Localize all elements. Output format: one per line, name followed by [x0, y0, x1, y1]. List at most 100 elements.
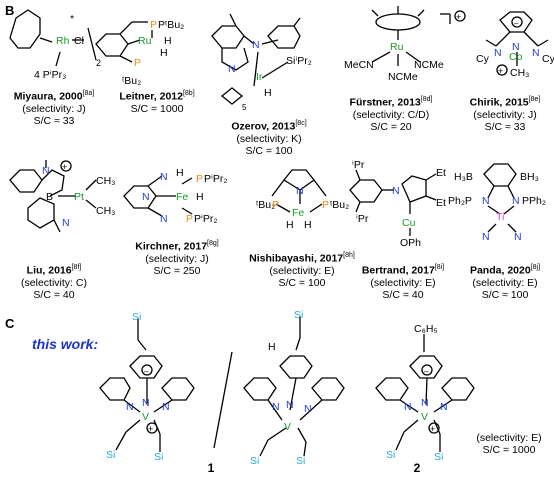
panda-h3b: H₃B	[454, 171, 473, 183]
sc-panda: S/C ≈ 100	[481, 288, 529, 301]
selectivity-chirik: (selectivity: J)	[473, 108, 537, 121]
bertrand-ipr-top: ⁱPr	[352, 159, 365, 171]
sc-leitner: S/C = 1000	[130, 102, 184, 115]
compound-label-1: 1	[207, 461, 215, 475]
panda-bh3: BH₃	[520, 171, 539, 183]
kirchner-pipr2-bottom: PⁱPr₂	[194, 213, 217, 225]
svg-text:N: N	[392, 185, 400, 197]
cod-ring	[9, 9, 41, 49]
name-panda: Panda, 2020	[469, 264, 531, 277]
furstner-mecn: MeCN	[344, 59, 374, 71]
si-left-1a: Si	[106, 449, 115, 461]
svg-text:N: N	[160, 213, 168, 225]
svg-text:N: N	[482, 195, 490, 207]
si-left-1b: Si	[250, 455, 259, 467]
furstner-structure: + Ru MeCN NCMe NCMe	[344, 6, 466, 83]
panda-structure: N N Ti H₃B BH₃ Ph₂P PPh₂ N N	[448, 163, 546, 243]
divider-slash	[213, 351, 233, 449]
selectivity-furstner: (selectivity: C/D)	[352, 108, 430, 121]
panda-ph2p: Ph₂P	[448, 195, 472, 207]
caption-miyaura: Miyaura, 2000[8a] (selectivity: J) S/C ≈…	[2, 88, 106, 127]
this-work-structure-2: C₆H₅ – N N N V + Si Si	[375, 323, 475, 463]
selectivity-nishibayashi: (selectivity: E)	[269, 264, 335, 277]
nishibayashi-structure: N Fe ᵗBu₂ P P ᵗBu₂ H H	[256, 169, 349, 231]
caption-leitner: Leitner, 2012[8b] S/C = 1000	[104, 88, 210, 115]
name-liu: Liu, 2016	[26, 264, 72, 277]
svg-text:N: N	[532, 47, 540, 59]
caption-liu: Liu, 2016[8f] (selectivity: C) S/C = 40	[2, 262, 106, 301]
section-c-label: C	[5, 316, 15, 331]
nishibayashi-fe: Fe	[292, 207, 304, 219]
ozerov-n5: 5	[242, 103, 247, 112]
v-2: V	[421, 411, 428, 423]
svg-text:N: N	[512, 195, 520, 207]
svg-text:+: +	[148, 424, 153, 434]
si-top-1a: Si	[132, 311, 141, 323]
svg-text:N: N	[62, 217, 70, 229]
svg-text:N: N	[421, 397, 429, 409]
this-work-structure-1a: Si – N N N V + Si Si	[99, 311, 195, 463]
svg-text:N: N	[126, 401, 134, 413]
sc-chirik: S/C ≈ 33	[484, 120, 526, 133]
svg-text:–: –	[514, 19, 519, 28]
svg-text:P: P	[272, 199, 279, 211]
caption-chirik: Chirik, 2015[8e] (selectivity: J) S/C ≈ …	[458, 94, 552, 133]
leitner-h2: H	[160, 47, 168, 59]
panda-ti: Ti	[496, 211, 504, 223]
si-right-2: Si	[434, 451, 443, 463]
svg-text:N: N	[142, 191, 150, 203]
svg-text:P: P	[186, 213, 193, 225]
name-chirik: Chirik, 2015	[469, 96, 529, 109]
ozerov-structure: N N Ir SiⁱPr₂ H 5	[211, 13, 312, 112]
svg-text:–: –	[144, 367, 149, 376]
bertrand-ipr-bottom: ⁱPr	[356, 213, 369, 225]
sc-kirchner: S/C = 250	[153, 264, 201, 277]
leitner-ru: Ru	[138, 35, 152, 47]
leitner-h1: H	[164, 35, 172, 47]
svg-text:ᵗBu₂: ᵗBu₂	[330, 199, 349, 211]
svg-text:N: N	[162, 401, 170, 413]
si-top-1b: Si	[294, 309, 303, 321]
kirchner-h-top: H	[176, 167, 184, 179]
furstner-ru: Ru	[390, 41, 404, 53]
name-nishibayashi: Nishibayashi, 2017	[249, 252, 344, 265]
ozerov-si: SiⁱPr₂	[286, 55, 312, 67]
miyaura-cl: Cl	[74, 35, 84, 47]
svg-text:ᵗBu₂: ᵗBu₂	[256, 199, 275, 211]
sc-bertrand: S/C = 40	[382, 288, 424, 301]
liu-ch3-1: CH₃	[96, 175, 115, 187]
si-right-1b: Si	[296, 455, 305, 467]
selectivity-miyaura: (selectivity: J)	[22, 102, 86, 115]
kirchner-structure: N N N Fe H P PⁱPr₂ H P PⁱPr₂	[123, 167, 227, 225]
svg-text:N: N	[404, 401, 412, 413]
svg-text:P: P	[196, 173, 203, 185]
ozerov-n2: N	[228, 63, 236, 75]
svg-text:N: N	[440, 401, 448, 413]
liu-ch3-2: CH₃	[96, 205, 115, 217]
chirik-n: N	[512, 41, 520, 53]
bertrand-structure: ⁱPr ⁱPr N Et Et Cu OPh	[349, 159, 446, 249]
chirik-structure: – N N N Co Cy Cy + CH₃	[476, 11, 554, 79]
miyaura-half: 2	[96, 58, 101, 68]
c6h5-2: C₆H₅	[414, 323, 438, 335]
ozerov-h: H	[264, 87, 272, 99]
nishibayashi-h1: H	[286, 219, 294, 231]
this-work-selectivity: (selectivity: E)	[476, 432, 542, 444]
liu-pt: Pt	[74, 191, 84, 203]
svg-text:N: N	[272, 401, 280, 413]
selectivity-liu: (selectivity: C)	[21, 276, 87, 289]
selectivity-panda: (selectivity: E)	[472, 276, 538, 289]
svg-text:N: N	[296, 185, 304, 197]
bertrand-et2: Et	[436, 197, 446, 209]
caption-panda: Panda, 2020[8j] (selectivity: E) S/C ≈ 1…	[458, 262, 552, 301]
sc-nishibayashi: S/C = 100	[278, 276, 326, 289]
ozerov-n: N	[252, 39, 260, 51]
caption-bertrand: Bertrand, 2017[8i] (selectivity: E) S/C …	[348, 262, 458, 301]
svg-text:N: N	[482, 231, 490, 243]
svg-text:+: +	[62, 162, 67, 172]
si-left-2: Si	[386, 449, 395, 461]
bertrand-oph: OPh	[400, 237, 421, 249]
svg-text:N: N	[286, 399, 294, 411]
si-right-1a: Si	[154, 451, 163, 463]
miyaura-rh: Rh	[56, 35, 70, 47]
